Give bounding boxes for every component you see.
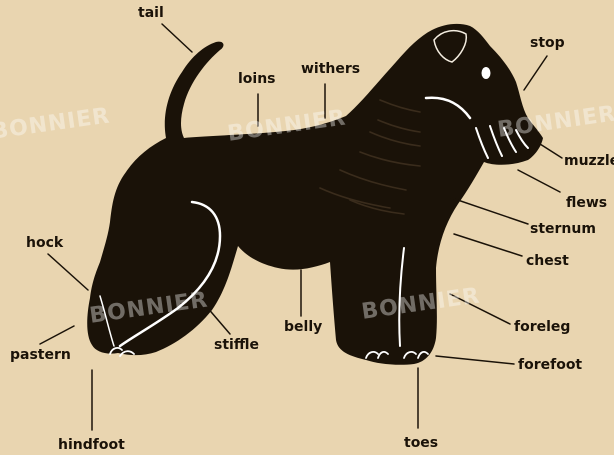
label-forefoot: forefoot xyxy=(518,358,582,372)
leader-tail xyxy=(162,24,192,52)
label-toes: toes xyxy=(404,436,438,450)
leader-muzzle xyxy=(540,144,562,158)
label-tail: tail xyxy=(138,6,164,20)
leader-forefoot xyxy=(436,356,514,364)
leader-flews xyxy=(518,170,560,192)
label-belly: belly xyxy=(284,320,322,334)
label-foreleg: foreleg xyxy=(514,320,570,334)
label-pastern: pastern xyxy=(10,348,71,362)
label-stiffle: stiffle xyxy=(214,338,259,352)
eye-shape xyxy=(482,67,491,79)
label-sternum: sternum xyxy=(530,222,596,236)
label-hindfoot: hindfoot xyxy=(58,438,125,452)
leader-sternum xyxy=(446,196,528,224)
label-muzzle: muzzle xyxy=(564,154,614,168)
label-flews: flews xyxy=(566,196,607,210)
leader-chest xyxy=(454,234,522,256)
label-loins: loins xyxy=(238,72,276,86)
label-withers: withers xyxy=(301,62,360,76)
leader-stop xyxy=(524,56,547,90)
leader-hock xyxy=(48,254,88,290)
label-stop: stop xyxy=(530,36,565,50)
label-hock: hock xyxy=(26,236,63,250)
label-chest: chest xyxy=(526,254,569,268)
leader-pastern xyxy=(40,326,74,344)
